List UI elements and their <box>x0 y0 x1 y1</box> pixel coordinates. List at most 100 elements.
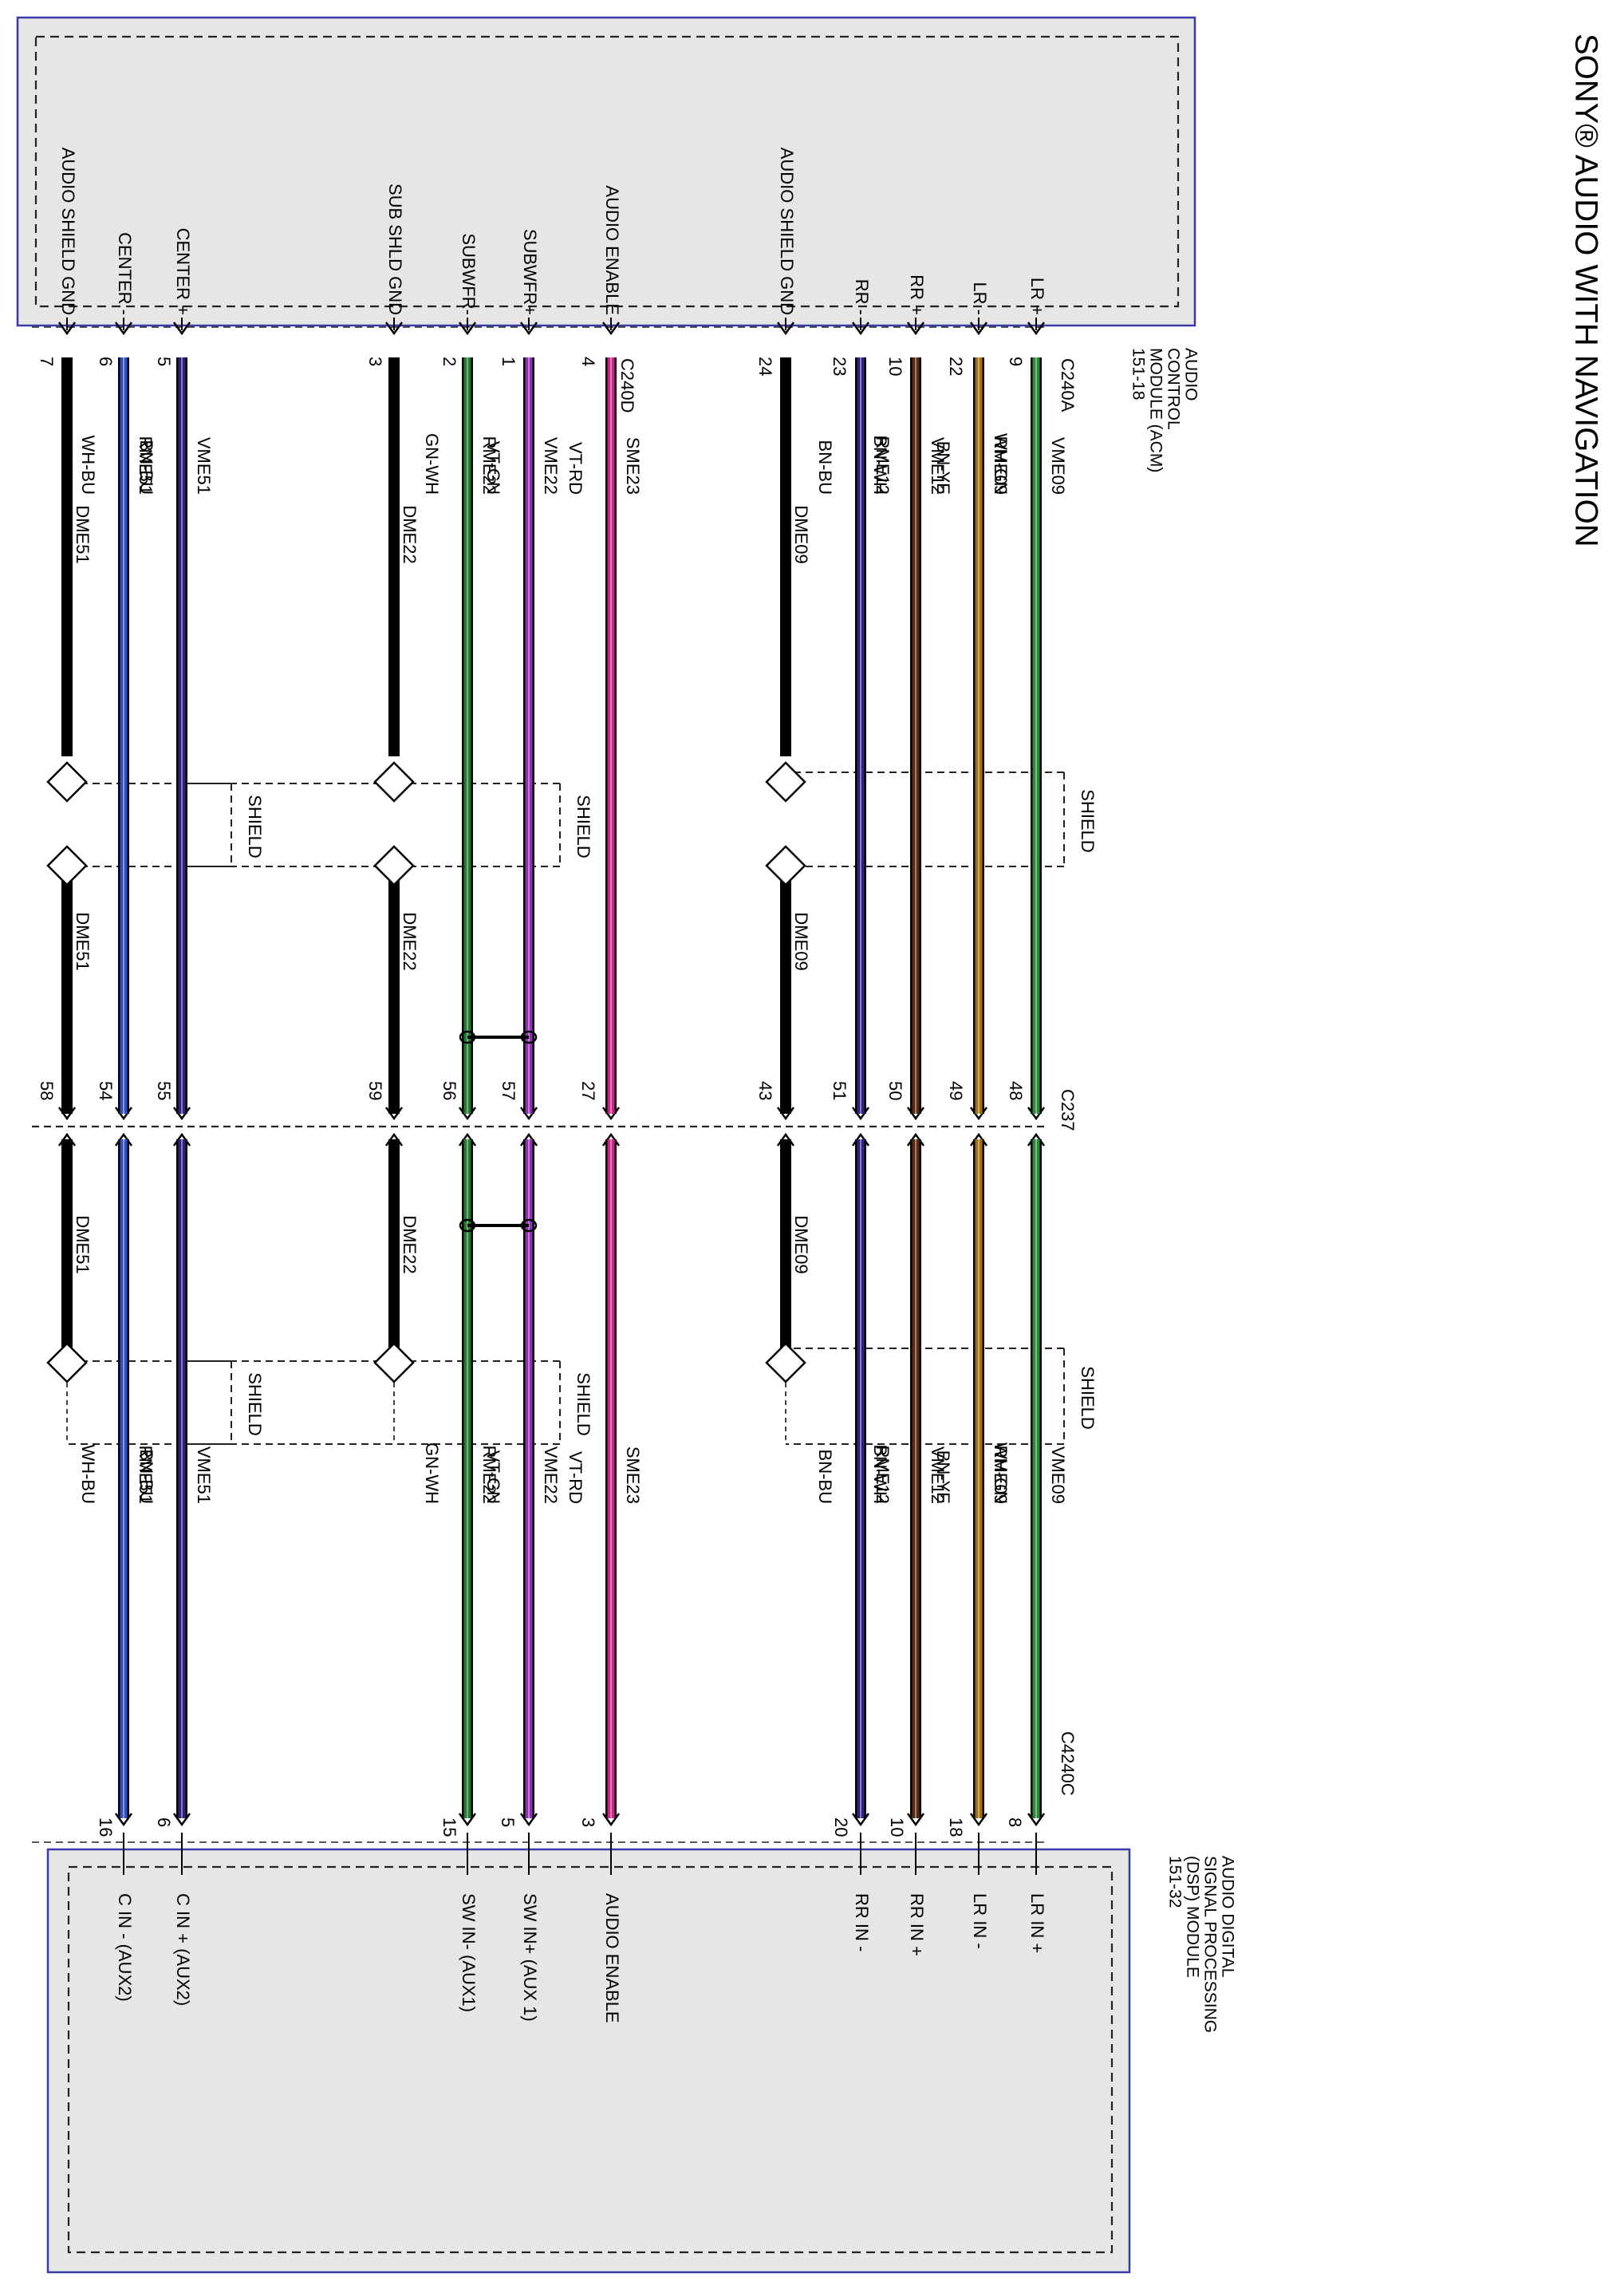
wire-color-label-rme22: GN-WH <box>422 1442 442 1504</box>
dsp-pin-number-rme09: 18 <box>946 1817 966 1837</box>
circuit-label-sme23: SME23 <box>623 1446 643 1504</box>
dsp-module-box <box>46 1848 1131 2274</box>
connector-c237-label: C237 <box>1058 1089 1078 1131</box>
acm-pin-label-dme09: AUDIO SHIELD GND <box>777 148 797 315</box>
module-boxes <box>16 16 1196 2274</box>
circuit-label-dme09: DME09 <box>791 505 811 563</box>
acm-pin-label-sme23: AUDIO ENABLE <box>602 185 622 315</box>
dsp-module-name-line: AUDIO DIGITAL <box>1218 1856 1236 1977</box>
c237-pin-number-dme09: 43 <box>755 1081 775 1100</box>
acm-pin-arrow <box>969 322 988 336</box>
c237-pin-number-dme22: 59 <box>365 1081 385 1100</box>
twisted-pair-end <box>520 1030 538 1044</box>
shield-label-dme22-label: SHIELD <box>574 795 593 858</box>
circuit-label-dme51: DME51 <box>73 1215 93 1273</box>
acm-pin-label-rme22: SUBWFR- <box>459 233 479 315</box>
acm-pin-number-rme09: 22 <box>946 357 966 376</box>
dsp-pin-number-vme12: 10 <box>887 1817 907 1837</box>
dsp-pin-number-vme09: 8 <box>1005 1817 1025 1827</box>
shield-groups <box>67 772 1065 1445</box>
acm-pin-label-vme51: CENTER + <box>173 228 193 315</box>
c237-pin-number-vme09: 48 <box>1006 1081 1026 1100</box>
wire-color-label-vme12: BN-WH <box>870 1444 890 1504</box>
shield-label-dme09-lower-label: SHIELD <box>1078 1366 1098 1429</box>
wire-color-label-rme22: GN-WH <box>422 433 442 495</box>
circuit-label-rme12: RME12 <box>873 436 893 495</box>
acm-pin-label-rme12: RR - <box>852 279 872 315</box>
circuit-label-dme09: DME09 <box>791 1215 811 1273</box>
dsp-module-name-line: (DSP) MODULE <box>1183 1856 1201 1978</box>
acm-pin-number-dme09: 24 <box>755 357 775 376</box>
label-layer: SONY® AUDIO WITH NAVIGATIONAUDIOCONTROLM… <box>37 34 1603 2033</box>
wire-color-label-rme51: WH-BU <box>78 435 98 495</box>
acm-pin-label-vme12: RR + <box>907 274 927 315</box>
acm-module-name-line: MODULE (ACM) <box>1146 348 1165 472</box>
acm-pin-arrow <box>57 322 77 336</box>
c237-pin-number-vme12: 50 <box>885 1081 905 1100</box>
circuit-label-rme22: RME22 <box>479 1446 499 1504</box>
wire-color-label-rme09: BN-YE <box>933 1450 953 1504</box>
circuit-label-rme09: RME09 <box>991 436 1011 495</box>
circuit-label-rme09: RME09 <box>991 1446 1011 1504</box>
twisted-pair-end <box>459 1218 476 1233</box>
dsp-pin-arrow <box>906 1813 925 1827</box>
shield-diamond <box>373 761 415 803</box>
dsp-pin-arrow <box>114 1813 133 1827</box>
acm-pin-label-vme22: SUBWFR+ <box>520 229 540 315</box>
c237-pin-number-sme23: 27 <box>578 1081 598 1100</box>
dsp-module-name-line: SIGNAL PROCESSING <box>1200 1856 1219 2033</box>
dsp-pin-arrow <box>601 1813 621 1827</box>
acm-pin-arrow <box>519 322 538 336</box>
dsp-pin-label-rme12: RR IN - <box>852 1893 872 1952</box>
dsp-pin-label-rme22: SW IN- (AUX1) <box>459 1893 479 2012</box>
acm-pin-arrow <box>384 322 404 336</box>
dsp-pin-label-vme22: SW IN+ (AUX 1) <box>520 1893 540 2022</box>
shield-label-dme22-lower-label: SHIELD <box>574 1372 593 1435</box>
wire-color-label-vme22: VT-GN <box>483 1450 503 1504</box>
wire-color-label-vme12: BN-WH <box>870 435 890 495</box>
acm-pin-number-rme12: 23 <box>830 357 849 376</box>
acm-pin-arrow <box>1027 322 1046 336</box>
wire-color-label-vme51: BN-BU <box>136 1450 156 1504</box>
shield-diamond <box>765 1342 806 1383</box>
dsp-module-dashed-outline <box>67 1865 1114 2254</box>
acm-pin-label-rme51: CENTER - <box>115 232 135 315</box>
acm-pin-number-vme12: 10 <box>885 357 905 376</box>
wire-layer <box>46 318 1046 1875</box>
wire-color-label-vme09: WH-GN <box>991 1442 1011 1504</box>
acm-pin-arrow <box>114 322 133 336</box>
acm-pin-number-vme51: 5 <box>154 357 174 366</box>
acm-pin-number-rme22: 2 <box>440 357 459 366</box>
wire-color-label-rme09: BN-YE <box>933 441 953 495</box>
wire-color-label-rme12: BN-BU <box>815 440 835 495</box>
connector-c240a-label: C240A <box>1058 358 1078 412</box>
shield-label-dme51-lower-label: SHIELD <box>245 1372 265 1435</box>
dsp-pin-number-vme51: 6 <box>154 1817 174 1827</box>
dsp-pin-number-rme12: 20 <box>831 1817 851 1837</box>
dsp-pin-number-rme51: 16 <box>96 1817 116 1837</box>
page-title: SONY® AUDIO WITH NAVIGATION <box>1568 34 1603 547</box>
acm-pin-number-vme22: 1 <box>499 357 518 366</box>
shield-diamond <box>46 761 88 803</box>
acm-pin-arrow <box>776 322 795 336</box>
connector-c4240c-label: C4240C <box>1058 1731 1078 1796</box>
dsp-pin-number-rme22: 15 <box>440 1817 459 1837</box>
circuit-label-vme09: VME09 <box>1048 1446 1068 1504</box>
circuit-label-rme22: RME22 <box>479 436 499 495</box>
acm-module-box <box>16 16 1196 327</box>
acm-pin-arrow <box>458 322 477 336</box>
dsp-pin-arrow <box>851 1813 870 1827</box>
c237-pin-number-vme22: 57 <box>499 1081 518 1100</box>
acm-module-name-line: AUDIO <box>1181 348 1200 401</box>
acm-pin-number-rme51: 6 <box>96 357 116 366</box>
acm-pin-number-dme22: 3 <box>365 357 385 366</box>
wire-color-label-vme09: WH-GN <box>991 433 1011 495</box>
acm-pin-number-dme51: 7 <box>37 357 57 366</box>
circuit-label-vme51: VME51 <box>194 1446 214 1504</box>
wire-color-label-vme22: VT-GN <box>483 441 503 495</box>
c237-pin-number-rme51: 54 <box>96 1081 116 1100</box>
dsp-pin-arrow <box>458 1813 477 1827</box>
shield-diamond <box>765 845 806 886</box>
circuit-label-rme12: RME12 <box>873 1446 893 1504</box>
